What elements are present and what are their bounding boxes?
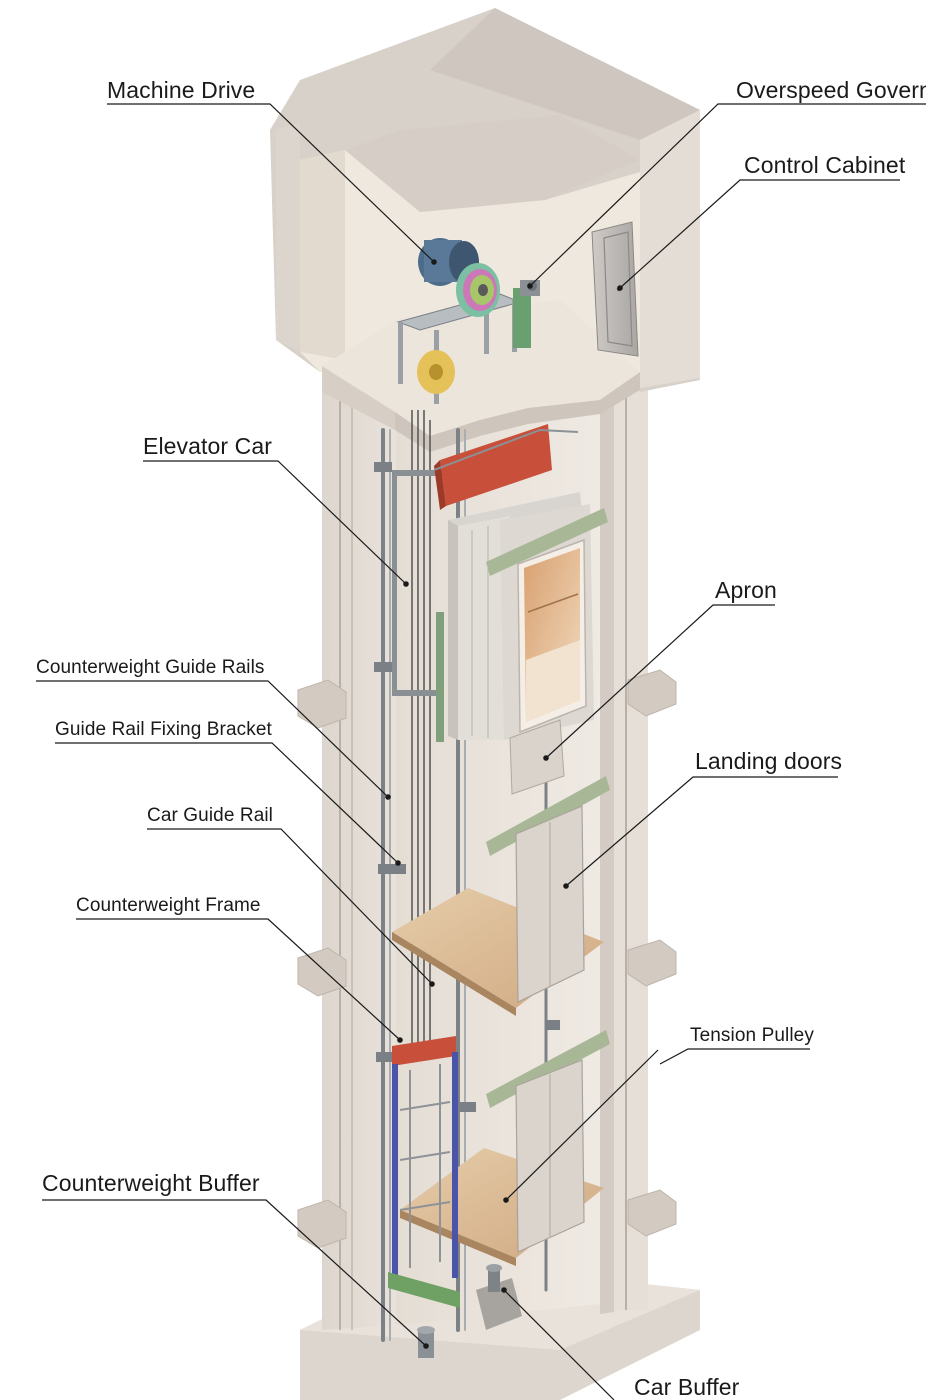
- label-elevator-car: Elevator Car: [143, 433, 273, 459]
- label-counterweight-frame: Counterweight Frame: [76, 895, 261, 916]
- leader-overspeed-governor: [527, 103, 926, 289]
- leader-apron: [543, 604, 775, 761]
- label-counterweight-buffer: Counterweight Buffer: [42, 1170, 260, 1196]
- leader-control-cabinet: [617, 179, 900, 291]
- label-car-guide-rail: Car Guide Rail: [147, 805, 274, 826]
- leader-tension-pulley: [503, 1048, 810, 1203]
- leader-counterweight-frame: [76, 918, 403, 1043]
- leader-car-guide-rail: [147, 828, 435, 987]
- counterweight-frame: [388, 1036, 460, 1308]
- wall-corbels: [297, 669, 677, 1249]
- apron-plate: [509, 719, 565, 795]
- leader-landing-doors: [563, 776, 838, 889]
- label-machine-drive: Machine Drive: [107, 77, 256, 103]
- leader-lines: [36, 103, 926, 1400]
- leader-counterweight-buffer: [42, 1199, 429, 1349]
- elevator-car: [392, 424, 608, 742]
- label-tension-pulley: Tension Pulley: [690, 1025, 814, 1046]
- leader-guide-rail-fixing-bracket: [55, 742, 401, 866]
- label-overspeed-governor: Overspeed Governo: [736, 77, 926, 103]
- leader-elevator-car: [143, 460, 409, 587]
- label-guide-rail-fixing-bracket: Guide Rail Fixing Bracket: [55, 719, 272, 740]
- leader-counterweight-guide-rails: [36, 680, 391, 800]
- control-cabinet: [591, 221, 639, 357]
- label-car-buffer: Car Buffer: [634, 1374, 740, 1400]
- label-apron: Apron: [715, 577, 777, 603]
- leader-car-buffer: [501, 1287, 615, 1400]
- label-control-cabinet: Control Cabinet: [744, 152, 906, 178]
- landing-level-1: [392, 776, 610, 1016]
- machine-room: [270, 8, 700, 452]
- label-landing-doors: Landing doors: [695, 748, 843, 774]
- label-counterweight-guide-rails: Counterweight Guide Rails: [36, 657, 265, 678]
- leader-machine-drive: [107, 103, 437, 265]
